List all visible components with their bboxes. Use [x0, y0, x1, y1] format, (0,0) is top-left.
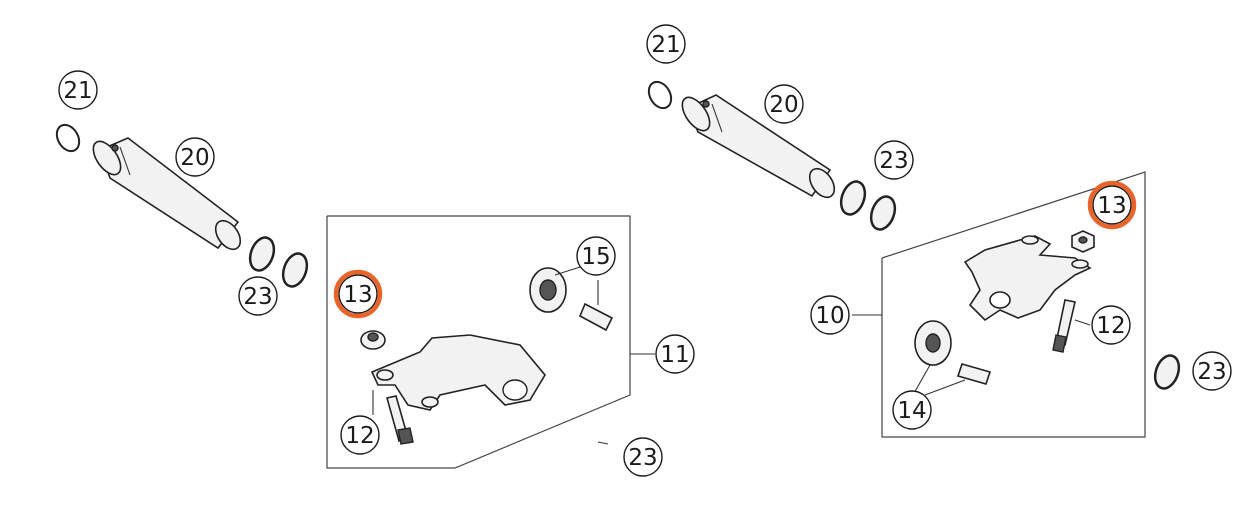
- callout-left-11: 11: [655, 334, 695, 374]
- right-o-ring-21: [647, 80, 673, 110]
- svg-text:23: 23: [879, 148, 908, 174]
- callout-left-21: 21: [58, 70, 98, 110]
- left-rocker-arm-11: [370, 334, 546, 411]
- right-washer-23c: [1153, 354, 1181, 390]
- right-nut-13: [1071, 230, 1095, 253]
- svg-text:10: 10: [815, 303, 844, 329]
- svg-text:12: 12: [345, 423, 374, 449]
- right-assembly: [647, 80, 1181, 438]
- svg-text:14: 14: [897, 398, 926, 424]
- svg-text:21: 21: [63, 78, 92, 104]
- callout-right-23a: 23: [874, 140, 914, 180]
- svg-text:20: 20: [180, 145, 209, 171]
- callout-left-12: 12: [340, 415, 380, 455]
- callout-left-15: 15: [576, 236, 616, 276]
- svg-text:23: 23: [1197, 359, 1226, 385]
- svg-text:13: 13: [1097, 193, 1126, 219]
- callout-right-14: 14: [892, 390, 932, 430]
- left-nut-13: [360, 330, 386, 350]
- right-washer-23a: [839, 180, 867, 216]
- right-rocker-arm: [963, 235, 1092, 322]
- left-assembly: [55, 123, 655, 469]
- left-o-ring-21: [55, 123, 81, 153]
- svg-text:21: 21: [651, 32, 680, 58]
- right-pin: [956, 363, 992, 385]
- svg-text:23: 23: [628, 445, 657, 471]
- right-bearing-14: [914, 320, 952, 366]
- right-frame: [881, 171, 1146, 438]
- left-frame: [326, 215, 631, 469]
- left-adjusting-screw-12: [386, 395, 414, 445]
- callout-right-12: 12: [1091, 305, 1131, 345]
- svg-text:15: 15: [581, 244, 610, 270]
- svg-text:23: 23: [243, 284, 272, 310]
- callout-left-13: 13: [333, 269, 383, 319]
- callout-left-23b: 23: [623, 437, 663, 477]
- callout-right-13: 13: [1087, 180, 1137, 230]
- left-pin: [578, 302, 614, 332]
- callout-right-20: 20: [764, 84, 804, 124]
- callout-right-23b: 23: [1192, 351, 1232, 391]
- left-washer-23a: [248, 236, 276, 272]
- callout-left-23a: 23: [238, 276, 278, 316]
- svg-text:11: 11: [660, 342, 689, 368]
- svg-text:13: 13: [343, 282, 372, 308]
- callout-right-21: 21: [646, 24, 686, 64]
- right-adjusting-screw-12: [1052, 299, 1076, 353]
- callout-right-10: 10: [810, 295, 850, 335]
- right-rocker-shaft-20: [681, 94, 836, 199]
- svg-text:20: 20: [769, 92, 798, 118]
- callout-left-20: 20: [175, 137, 215, 177]
- left-bearing-15: [529, 267, 567, 313]
- right-washer-23b: [869, 195, 897, 231]
- svg-text:12: 12: [1096, 313, 1125, 339]
- left-washer-23b: [281, 252, 309, 288]
- left-rocker-shaft-20: [92, 137, 242, 251]
